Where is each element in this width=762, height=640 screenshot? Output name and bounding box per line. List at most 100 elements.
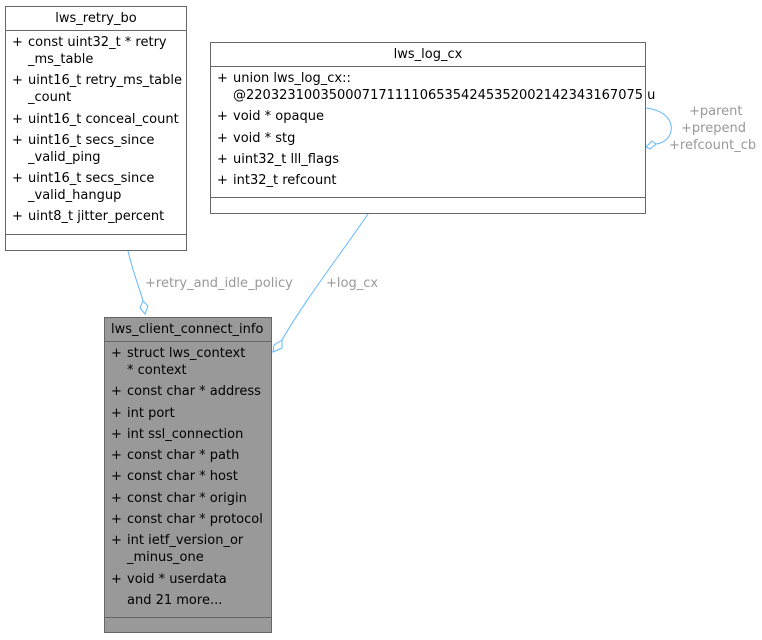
member-line: int ssl_connection <box>127 426 244 442</box>
member-line: union lws_log_cx:: <box>233 71 351 86</box>
member-row[interactable]: +int ssl_connection <box>105 426 271 443</box>
member-line: const char * path <box>127 448 240 464</box>
member-row[interactable]: +uint32_t lll_flags <box>211 151 645 168</box>
member-text: uint8_t jitter_percent <box>28 208 186 225</box>
visibility-marker: + <box>111 405 122 421</box>
member-row[interactable]: + const char * path <box>105 447 271 464</box>
member-line: struct lws_context <box>127 346 246 361</box>
member-text: int ssl_connection <box>127 426 271 443</box>
member-line: const uint32_t * retry <box>28 35 167 50</box>
member-text: void * userdata <box>127 571 271 588</box>
visibility-marker: + <box>217 71 228 86</box>
edge-log-cx-diamond <box>272 339 283 353</box>
member-line: uint8_t jitter_percent <box>28 209 165 225</box>
visibility-marker: + <box>111 448 122 464</box>
member-row[interactable]: +uint16_t secs_since_valid_ping <box>6 132 186 166</box>
member-row[interactable]: + int port <box>105 405 271 422</box>
visibility-marker: + <box>111 512 122 528</box>
member-row[interactable]: + uint16_t retry_ms_table_count <box>6 72 186 106</box>
class-title: lws_client_connect_info <box>105 318 271 342</box>
member-line: int ietf_version_or <box>127 533 244 549</box>
visibility-marker: + <box>111 384 122 400</box>
edge-label-prepend: +prepend <box>681 121 746 136</box>
member-row[interactable]: + uint8_t jitter_percent <box>6 208 186 225</box>
method-section <box>105 618 271 640</box>
member-line-continued: _ms_table <box>28 52 94 67</box>
member-row[interactable]: + const char * host <box>105 468 271 485</box>
member-line: int32_t refcount <box>233 173 337 189</box>
visibility-marker: + <box>217 173 228 189</box>
member-text: const char * host <box>127 468 271 485</box>
visibility-marker: + <box>12 35 23 50</box>
member-text: union lws_log_cx::@220323100350007171111… <box>233 70 656 104</box>
member-row[interactable]: + const char * address <box>105 383 271 400</box>
member-row[interactable]: + void * stg <box>211 130 645 147</box>
member-text: struct lws_context * context <box>127 345 271 379</box>
visibility-marker: + <box>111 571 122 587</box>
member-line: uint16_t secs_since <box>28 132 155 148</box>
member-line: void * userdata <box>127 571 227 587</box>
visibility-marker: + <box>12 209 23 225</box>
member-row[interactable]: + const char * protocol <box>105 511 271 528</box>
visibility-marker: + <box>111 469 122 485</box>
member-text: const char * path <box>127 447 271 464</box>
visibility-marker: + <box>12 73 23 89</box>
member-list: +const uint32_t * retry_ms_table+uint16_… <box>6 31 186 235</box>
edge-log-cx <box>281 213 369 341</box>
member-line: uint16_t retry_ms_table <box>28 73 183 89</box>
visibility-marker: + <box>217 130 228 146</box>
member-row[interactable]: + const uint32_t * retry _ms_table <box>6 34 186 68</box>
edge-self-loop-diamond <box>645 140 657 150</box>
member-text: void * stg <box>233 130 645 147</box>
member-text: uint16_t secs_since_valid_ping <box>28 132 186 166</box>
method-section <box>6 235 186 257</box>
edge-label-refcount-cb: +refcount_cb <box>669 138 756 153</box>
member-text: uint16_t retry_ms_table_count <box>28 72 186 106</box>
member-row[interactable]: +void * opaque <box>211 108 645 125</box>
class-lws-log-cx[interactable]: lws_log_cx +union lws_log_cx::@220323100… <box>210 42 656 214</box>
edge-label-retry-and-idle-policy: +retry_and_idle_policy <box>145 276 293 291</box>
class-lws-retry-bo[interactable]: lws_retry_bo + const uint32_t * retry _ms_… <box>5 6 187 251</box>
member-row[interactable]: + uint16_t conceal_count <box>6 111 186 128</box>
member-text: uint32_t lll_flags <box>233 151 645 168</box>
member-line: void * stg <box>233 130 296 146</box>
member-row[interactable]: +int ietf_version_or_minus_one <box>105 532 271 566</box>
edge-label-parent: +parent <box>689 104 743 119</box>
member-line: uint32_t lll_flags <box>233 151 339 167</box>
member-line-continued: * context <box>127 363 187 378</box>
member-text: uint16_t secs_since_valid_hangup <box>28 170 186 204</box>
member-text: const char * origin <box>127 490 271 507</box>
edge-label-log-cx: +log_cx <box>326 276 378 291</box>
member-list: +struct lws_context * context+const char… <box>105 342 271 619</box>
visibility-marker: + <box>12 111 23 127</box>
member-line: const char * host <box>127 469 238 485</box>
class-title: lws_retry_bo <box>6 7 186 31</box>
member-text: and 21 more... <box>127 592 271 609</box>
member-line-continued: _valid_hangup <box>28 188 122 204</box>
edge-retry-diamond <box>139 300 149 315</box>
visibility-marker: + <box>111 346 122 361</box>
member-line: const char * address <box>127 384 261 400</box>
member-line: void * opaque <box>233 109 324 125</box>
member-row[interactable]: and 21 more... <box>105 592 271 609</box>
member-text: int32_t refcount <box>233 172 645 189</box>
member-row[interactable]: +uint16_t secs_since_valid_hangup <box>6 170 186 204</box>
member-line-continued: _count <box>28 90 72 106</box>
member-row[interactable]: + int32_t refcount <box>211 172 645 189</box>
member-line: and 21 more... <box>127 592 223 608</box>
member-text: uint16_t conceal_count <box>28 111 186 128</box>
edge-retry-and-idle-policy <box>127 250 144 302</box>
member-text: const char * protocol <box>127 511 271 528</box>
member-text: void * opaque <box>233 108 645 125</box>
member-row[interactable]: + void * userdata <box>105 571 271 588</box>
class-lws-client-connect-info[interactable]: lws_client_connect_info + struct lws_cont… <box>104 317 272 633</box>
member-line: const char * origin <box>127 490 247 506</box>
member-line-continued: _minus_one <box>127 550 204 566</box>
member-row[interactable]: +const char * origin <box>105 490 271 507</box>
member-line: const char * protocol <box>127 512 263 528</box>
member-line-continued: @220323100350007171111065354245352002142… <box>233 88 656 103</box>
member-text: int port <box>127 405 271 422</box>
member-line-continued: _valid_ping <box>28 149 101 165</box>
member-row[interactable]: + union lws_log_cx::@22032310035000717111… <box>211 70 656 104</box>
member-row[interactable]: + struct lws_context * context <box>105 345 271 379</box>
